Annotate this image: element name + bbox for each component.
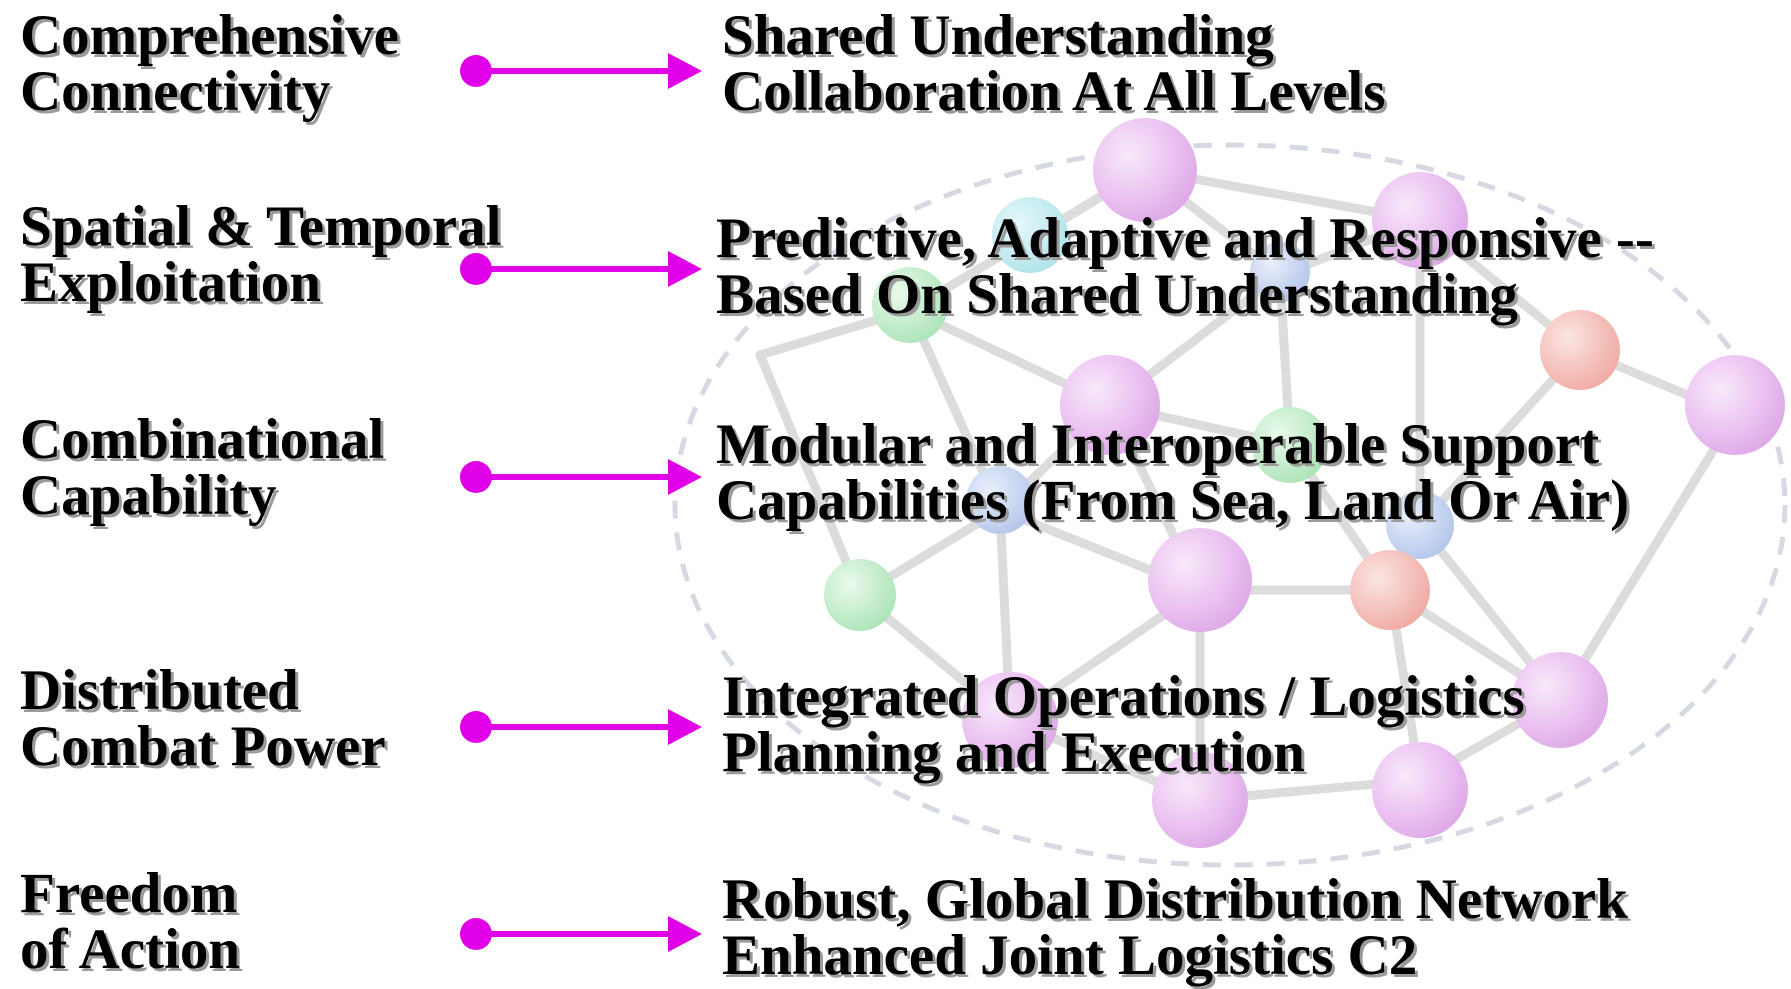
desc-line: Integrated Operations / Logistics	[722, 665, 1525, 728]
label-line: Connectivity	[20, 60, 331, 123]
desc-line: Capabilities (From Sea, Land Or Air)	[716, 469, 1630, 532]
arrow-right-icon	[460, 707, 710, 747]
arrow-right-icon	[460, 51, 710, 91]
label-line: Freedom	[20, 862, 238, 925]
desc-line: Modular and Interoperable Support	[716, 413, 1600, 476]
row-label: Distributed Combat Power	[20, 659, 386, 778]
row-description: Modular and Interoperable Support Capabi…	[716, 413, 1630, 532]
label-line: Comprehensive	[20, 4, 399, 67]
label-line: Distributed	[20, 659, 299, 722]
label-line: Combat Power	[20, 715, 386, 778]
row-description: Integrated Operations / Logistics Planni…	[722, 665, 1525, 784]
desc-line: Shared Understanding	[722, 4, 1274, 67]
desc-line: Predictive, Adaptive and Responsive --	[716, 207, 1654, 270]
desc-line: Robust, Global Distribution Network	[722, 868, 1628, 931]
desc-line: Planning and Execution	[722, 721, 1305, 784]
row-label: Spatial & Temporal Exploitation	[20, 195, 502, 314]
row-label: Comprehensive Connectivity	[20, 4, 399, 123]
dashed-ellipse	[672, 142, 1788, 868]
arrow-right-icon	[460, 249, 710, 289]
row-description: Predictive, Adaptive and Responsive -- B…	[716, 207, 1654, 326]
row-description: Shared Understanding Collaboration At Al…	[722, 4, 1386, 123]
desc-line: Collaboration At All Levels	[722, 60, 1386, 123]
desc-line: Enhanced Joint Logistics C2	[722, 924, 1418, 987]
row-label: Freedom of Action	[20, 862, 241, 981]
row-description: Robust, Global Distribution Network Enha…	[722, 868, 1628, 987]
label-line: Exploitation	[20, 251, 321, 314]
label-line: of Action	[20, 918, 241, 981]
desc-line: Based On Shared Understanding	[716, 263, 1518, 326]
label-line: Combinational	[20, 408, 385, 471]
arrow-right-icon	[460, 457, 710, 497]
row-label: Combinational Capability	[20, 408, 385, 527]
arrow-right-icon	[460, 914, 710, 954]
label-line: Spatial & Temporal	[20, 195, 502, 258]
label-line: Capability	[20, 464, 277, 527]
